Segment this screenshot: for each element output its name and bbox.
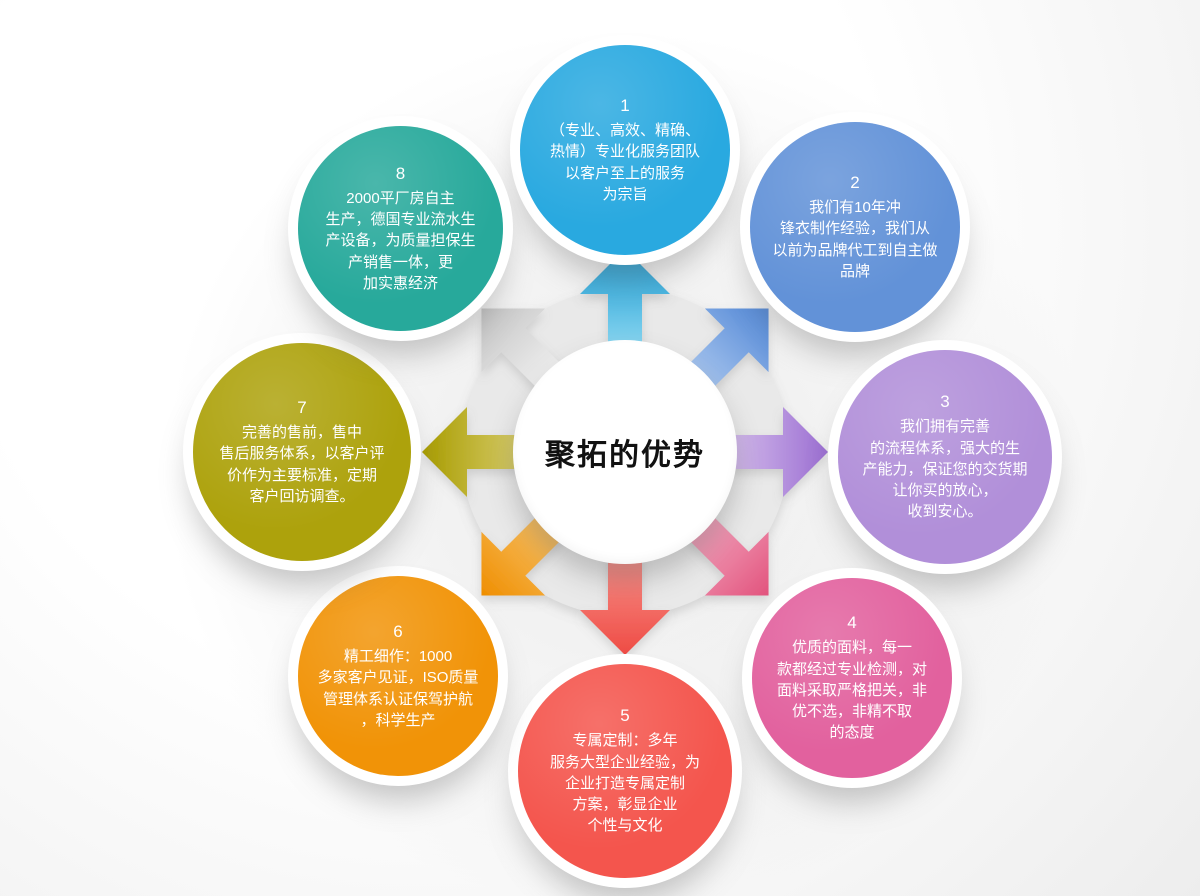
circle-text: 我们拥有完善 的流程体系，强大的生 产能力，保证您的交货期 让你买的放心， 收到…	[862, 418, 1028, 521]
circle-number: 4	[847, 613, 857, 633]
circle-text: 2000平厂房自主 生产，德国专业流水生 产设备，为质量担保生 产销售一体，更 …	[325, 189, 476, 292]
arrow-up-icon	[580, 249, 670, 352]
advantage-circle-2: 2 我们有10年冲 锋衣制作经验，我们从 以前为品牌代工到自主做 品牌	[750, 122, 960, 332]
circle-number: 2	[850, 172, 860, 192]
arrow-up-right-icon	[683, 308, 769, 394]
circle-text: 专属定制：多年 服务大型企业经验，为 企业打造专属定制 方案，彰显企业 个性与文…	[549, 732, 700, 835]
arrow-down-right-icon	[683, 510, 769, 596]
advantage-circle-1: 1 （专业、高效、精确、 热情）专业化服务团队 以客户至上的服务 为宗旨	[520, 45, 730, 255]
arrow-down-icon	[580, 552, 670, 655]
advantage-circle-6: 6 精工细作：1000 多家客户见证，ISO质量 管理体系认证保驾护航 ，科学生…	[298, 576, 498, 776]
circle-number: 5	[620, 706, 630, 726]
advantage-circle-7: 7 完善的售前，售中 售后服务体系，以客户评 价作为主要标准，定期 客户回访调查…	[193, 343, 411, 561]
arrow-down-left-icon	[481, 510, 567, 596]
circle-number: 6	[393, 621, 403, 641]
arrow-right-icon	[725, 407, 828, 497]
arrow-left-icon	[422, 407, 525, 497]
advantage-circle-8: 8 2000平厂房自主 生产，德国专业流水生 产设备，为质量担保生 产销售一体，…	[298, 126, 503, 331]
circle-text: （专业、高效、精确、 热情）专业化服务团队 以客户至上的服务 为宗旨	[549, 121, 700, 203]
circle-number: 8	[395, 163, 406, 183]
hub-circle: 聚拓的优势	[513, 340, 737, 564]
advantage-circle-4: 4 优质的面料，每一 款都经过专业检测，对 面料采取严格把关，非 优不选，非精不…	[752, 578, 952, 778]
advantage-circle-5: 5 专属定制：多年 服务大型企业经验，为 企业打造专属定制 方案，彰显企业 个性…	[518, 664, 732, 878]
circle-number: 7	[297, 397, 307, 417]
circle-text: 优质的面料，每一 款都经过专业检测，对 面料采取严格把关，非 优不选，非精不取 …	[776, 639, 927, 742]
advantage-circle-3: 3 我们拥有完善 的流程体系，强大的生 产能力，保证您的交货期 让你买的放心， …	[838, 350, 1052, 564]
circle-text: 精工细作：1000 多家客户见证，ISO质量 管理体系认证保驾护航 ，科学生产	[317, 647, 479, 729]
circle-text: 完善的售前，售中 售后服务体系，以客户评 价作为主要标准，定期 客户回访调查。	[219, 423, 385, 505]
circle-number: 1	[620, 95, 630, 115]
circle-text: 我们有10年冲 锋衣制作经验，我们从 以前为品牌代工到自主做 品牌	[772, 198, 938, 280]
circle-number: 3	[940, 392, 950, 412]
hub-title: 聚拓的优势	[545, 439, 705, 472]
